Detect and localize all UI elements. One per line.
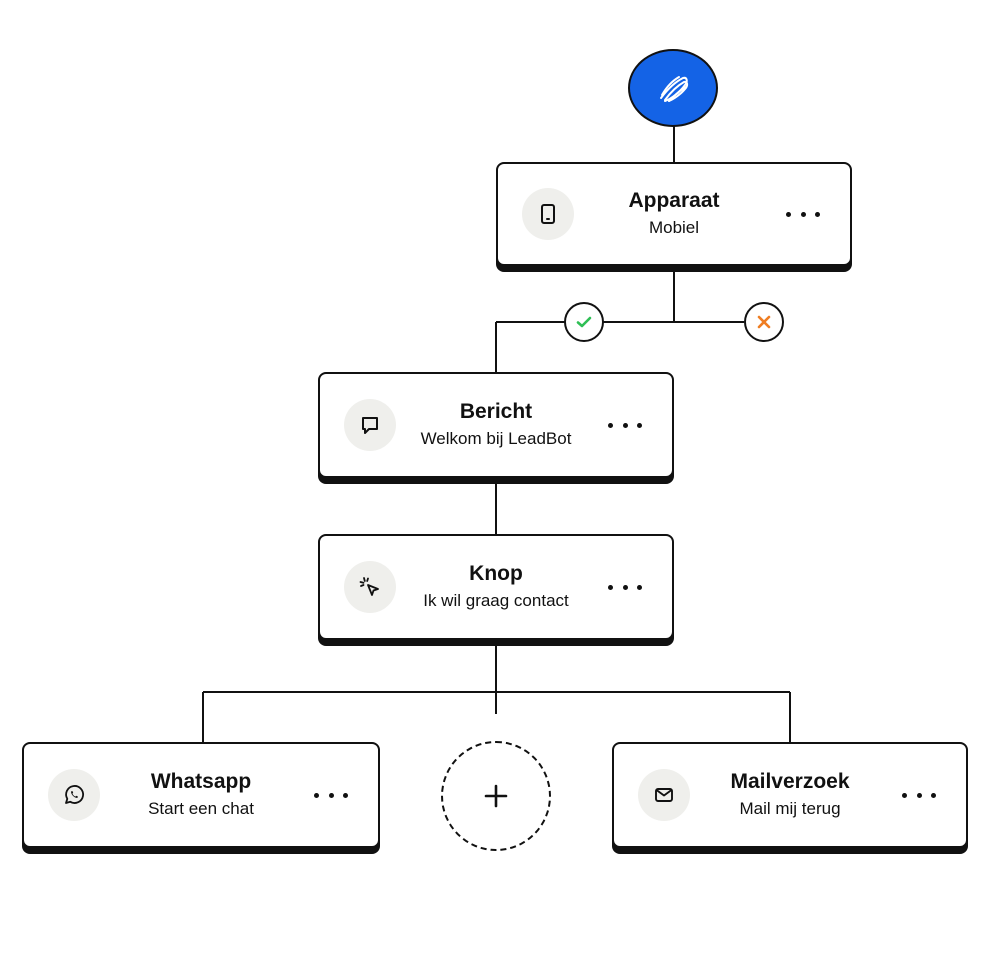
plus-icon — [484, 784, 508, 808]
x-icon — [757, 315, 771, 329]
node-title: Bericht — [459, 400, 533, 423]
node-text: Bericht Welkom bij LeadBot — [320, 399, 672, 451]
envelope-icon — [655, 788, 673, 802]
cursor-click-icon — [359, 577, 379, 596]
more-options-button[interactable] — [608, 575, 642, 599]
node-icon — [638, 769, 690, 821]
add-node-button[interactable] — [441, 741, 551, 851]
node-mailverzoek[interactable]: Mailverzoek Mail mij terug — [612, 742, 968, 848]
whatsapp-icon — [65, 785, 84, 804]
node-icon — [522, 188, 574, 240]
node-text: Whatsapp Start een chat — [24, 769, 378, 821]
chat-bubble-icon — [362, 417, 378, 434]
more-options-button[interactable] — [608, 413, 642, 437]
node-title: Whatsapp — [150, 770, 252, 793]
node-text: Knop Ik wil graag contact — [320, 561, 672, 613]
node-text: Mailverzoek Mail mij terug — [614, 769, 966, 821]
node-subtitle: Mobiel — [648, 218, 700, 237]
node-title: Mailverzoek — [730, 770, 850, 793]
node-icon — [344, 561, 396, 613]
start-node[interactable] — [628, 49, 718, 127]
node-subtitle: Welkom bij LeadBot — [420, 429, 572, 448]
node-knop[interactable]: Knop Ik wil graag contact — [318, 534, 674, 640]
logo-swirl-icon — [660, 76, 689, 102]
node-title: Apparaat — [628, 189, 720, 212]
more-options-button[interactable] — [314, 783, 348, 807]
more-options-button[interactable] — [902, 783, 936, 807]
mobile-phone-icon — [541, 204, 555, 224]
branch-no[interactable] — [744, 302, 784, 342]
node-subtitle: Mail mij terug — [739, 799, 841, 818]
check-icon — [576, 316, 592, 328]
node-bericht[interactable]: Bericht Welkom bij LeadBot — [318, 372, 674, 478]
more-options-button[interactable] — [786, 202, 820, 226]
node-title: Knop — [469, 562, 523, 585]
node-icon — [48, 769, 100, 821]
branch-yes[interactable] — [564, 302, 604, 342]
node-icon — [344, 399, 396, 451]
node-subtitle: Ik wil graag contact — [423, 591, 569, 610]
node-text: Apparaat Mobiel — [498, 188, 850, 240]
node-apparaat[interactable]: Apparaat Mobiel — [496, 162, 852, 266]
node-whatsapp[interactable]: Whatsapp Start een chat — [22, 742, 380, 848]
node-subtitle: Start een chat — [148, 799, 254, 818]
